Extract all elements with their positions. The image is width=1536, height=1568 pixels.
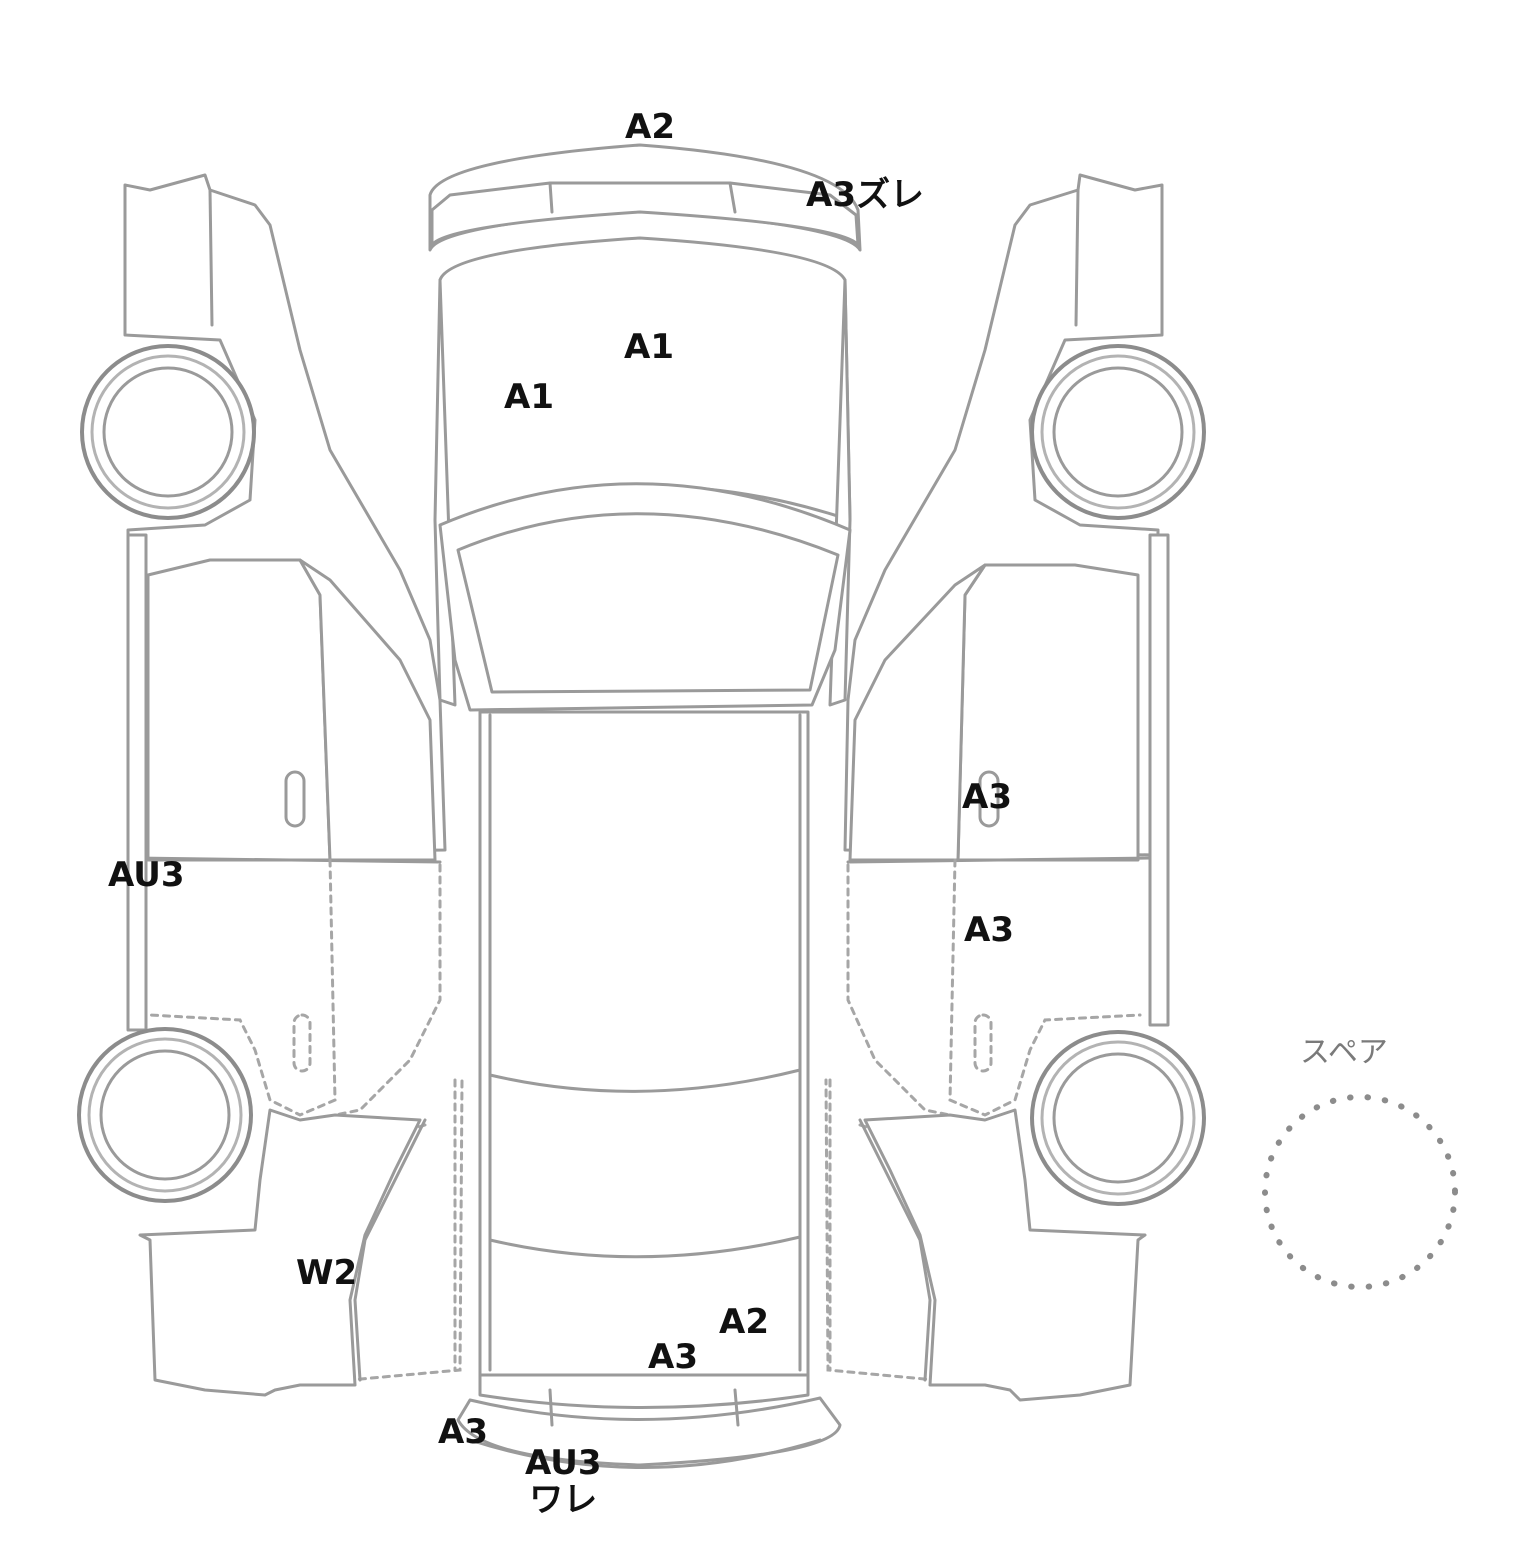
left-front-wheel [102, 366, 234, 498]
spare-tire-label: スペア [1300, 1035, 1388, 1070]
roof [478, 710, 810, 1377]
left-rear-wheel [99, 1049, 231, 1181]
damage-mark-rear-bumper-left-a3: A3 [438, 1412, 488, 1452]
left-belt-line [133, 856, 442, 864]
right-rear-tail-edge [858, 1118, 932, 1382]
damage-mark-hood-a1-lower: A1 [504, 377, 554, 417]
right-rear-door-edge [846, 863, 952, 1117]
left-rear-quarter [338, 1078, 464, 1382]
left-rear-handle [292, 1013, 312, 1073]
rear-bumper-lower [468, 1438, 822, 1469]
damage-mark-hood-a1-upper: A1 [624, 327, 674, 367]
rear-bumper-mark-line2: ワレ [529, 1480, 598, 1521]
left-rear-fender [138, 1108, 422, 1397]
right-front-wheel [1052, 366, 1184, 498]
grille-right-line [728, 181, 737, 214]
right-front-window [848, 563, 987, 862]
damage-mark-rear-bumper-au3: AU3 ワレ [525, 1443, 602, 1521]
right-front-tire-band [1040, 354, 1196, 510]
top-view [428, 143, 862, 1469]
left-sill [126, 533, 148, 1032]
trunk-lid [478, 1373, 810, 1409]
damage-mark-right-front-door-a3: A3 [962, 777, 1012, 817]
left-rear-door-outline [148, 858, 337, 1117]
left-front-window [298, 558, 437, 862]
left-rear-tire-band [87, 1037, 243, 1193]
left-rear-door-edge [333, 863, 442, 1117]
damage-mark-trunk-a2: A2 [719, 1302, 769, 1342]
rear-window-line-2 [488, 1235, 802, 1259]
right-sill [1148, 533, 1170, 1027]
left-front-tire-band [90, 354, 246, 510]
damage-mark-front-bumper-a3: A3ズレ [806, 175, 924, 215]
rear-window-line-1 [488, 1068, 802, 1093]
rear-bumper-mark-line1: AU3 [525, 1443, 602, 1483]
right-rear-quarter [824, 1078, 947, 1382]
damage-mark-left-side-au3: AU3 [108, 855, 185, 895]
spare-tire [1262, 1094, 1458, 1290]
right-belt-line [846, 856, 1152, 864]
damage-mark-right-rear-door-a3: A3 [964, 910, 1014, 950]
windshield [456, 512, 840, 694]
left-side-view [77, 173, 464, 1397]
front-bumper-lower [430, 181, 860, 247]
damage-mark-left-rear-w2: W2 [296, 1253, 358, 1293]
hood [438, 236, 852, 527]
left-rear-tail-edge [353, 1118, 427, 1382]
right-rear-wheel [1052, 1052, 1184, 1184]
right-rear-handle [973, 1013, 993, 1073]
damage-mark-trunk-a3: A3 [648, 1337, 698, 1377]
right-front-headlamp-edge [1074, 188, 1080, 327]
right-rear-fender [863, 1108, 1147, 1402]
damage-mark-roof-front-a2: A2 [625, 107, 675, 147]
right-door-handle [978, 770, 1000, 828]
rear-bumper-right-line [733, 1388, 740, 1427]
grille-left-line [548, 181, 554, 214]
left-door-handle [284, 770, 306, 828]
left-front-headlamp-edge [208, 188, 214, 327]
right-rear-door-outline [948, 858, 1142, 1117]
right-rear-tire-band [1040, 1040, 1196, 1196]
right-side-view [824, 173, 1206, 1402]
rear-bumper-left-line [548, 1388, 554, 1427]
